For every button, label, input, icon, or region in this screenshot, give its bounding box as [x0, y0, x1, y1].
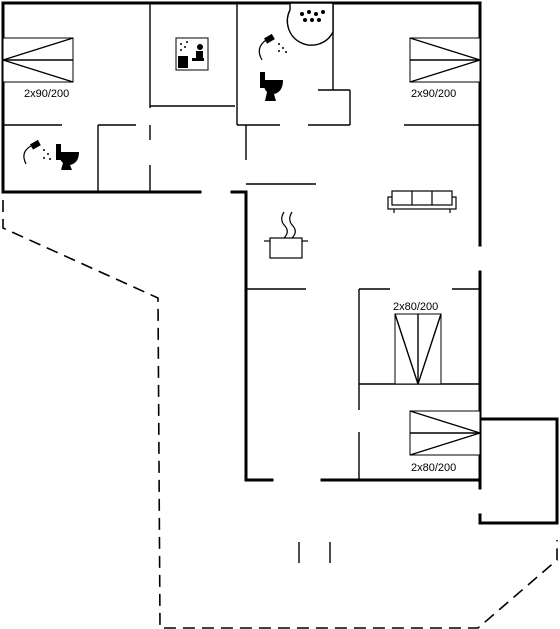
bed-size-label: 2x80/200: [393, 301, 438, 313]
toilet-icon: [56, 144, 79, 170]
interior-walls: [3, 3, 480, 480]
shower-icon: [258, 33, 287, 61]
bed-size-label: 2x90/200: [24, 88, 69, 100]
whirlpool-icon: [286, 2, 334, 46]
shower-icon: [23, 139, 51, 165]
terrace-outline: [2, 200, 558, 629]
sofa-icon: [387, 190, 457, 213]
toilet-icon: [260, 72, 283, 101]
bed-icon: [2, 37, 74, 83]
bed-icon: [394, 313, 442, 385]
bed-icon: [409, 410, 481, 456]
entrance-steps: [298, 542, 331, 563]
cooking-pot-icon: [264, 211, 308, 259]
bed-icon: [409, 37, 481, 83]
sauna-icon: [175, 37, 209, 71]
exterior-walls: [1, 1, 559, 525]
bed-size-label: 2x90/200: [411, 88, 456, 100]
bed-size-label: 2x80/200: [411, 462, 456, 474]
